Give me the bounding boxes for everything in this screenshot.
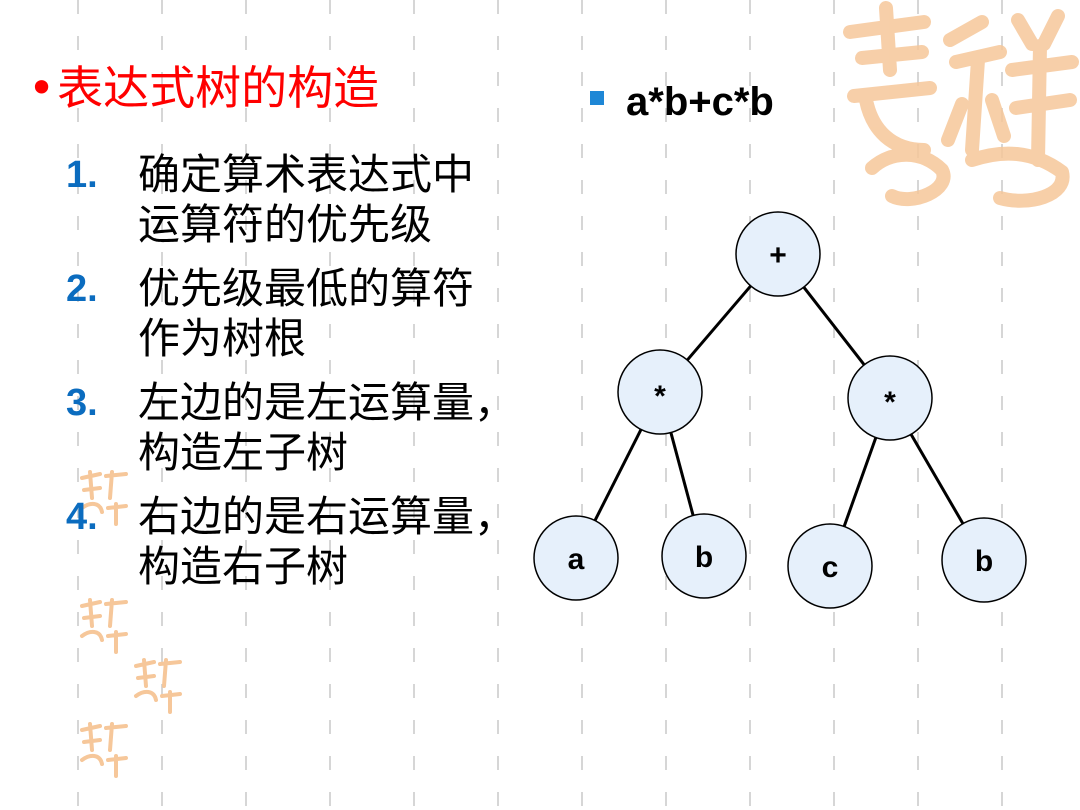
tree-node-circle: [847, 355, 933, 441]
tree-node-leaf-b1: b: [661, 513, 747, 599]
step-number: 3.: [66, 382, 98, 424]
seal-stamp-icon: [134, 658, 182, 714]
tree-node-circle: [941, 517, 1027, 603]
step-text: 优先级最低的算符 作为树根: [138, 264, 475, 363]
steps-list: 1. 确定算术表达式中 运算符的优先级 2. 优先级最低的算符 作为树根 3. …: [66, 150, 566, 606]
seal-stamp-icon: [80, 598, 128, 654]
tree-edge: [842, 437, 878, 527]
step-text: 确定算术表达式中 运算符的优先级: [138, 150, 475, 249]
tree-edges: [593, 284, 965, 527]
step-item: 4. 右边的是右运算量， 构造右子树: [66, 492, 566, 592]
step-item: 3. 左边的是左运算量， 构造左子树: [66, 378, 566, 478]
tree-node-leaf-a: a: [533, 515, 619, 601]
tree-node-label: *: [654, 380, 666, 413]
tree-edge: [909, 433, 965, 525]
tree-node-label: b: [695, 541, 713, 574]
tree-node-label: b: [975, 545, 993, 578]
title-text: 表达式树的构造: [57, 61, 380, 115]
expression-text: a*b+c*b: [626, 80, 774, 124]
tree-edge: [669, 432, 695, 516]
step-text: 左边的是左运算量， 构造左子树: [138, 378, 517, 477]
step-number: 1.: [66, 154, 98, 196]
title-bullet: •: [28, 61, 56, 115]
step-text: 右边的是右运算量， 构造右子树: [138, 492, 517, 591]
tree-node-label: c: [822, 551, 839, 584]
seal-stamp-icon: [80, 722, 128, 778]
tree-node-circle: [533, 515, 619, 601]
step-item: 2. 优先级最低的算符 作为树根: [66, 264, 566, 364]
expression-label: a*b+c*b: [590, 80, 774, 125]
tree-node-mul-right: *: [847, 355, 933, 441]
tree-edge: [686, 284, 752, 362]
tree-edge: [802, 286, 866, 366]
slide-title: •表达式树的构造: [28, 52, 379, 118]
square-bullet-icon: [590, 91, 604, 106]
tree-node-circle: [787, 523, 873, 609]
tree-nodes: + * * a b c b: [533, 211, 1027, 609]
auspicious-seal-large: [843, 1, 1079, 208]
tree-edge: [593, 428, 643, 522]
tree-node-leaf-c: c: [787, 523, 873, 609]
tree-node-label: +: [769, 239, 787, 272]
step-number: 4.: [66, 496, 98, 538]
step-number: 2.: [66, 268, 98, 310]
seal-stamp-icon: [80, 470, 128, 526]
tree-node-mul-left: *: [617, 349, 703, 435]
tree-node-circle: [735, 211, 821, 297]
tree-node-circle: [617, 349, 703, 435]
step-item: 1. 确定算术表达式中 运算符的优先级: [66, 150, 566, 250]
tree-node-label: *: [884, 386, 896, 419]
tree-node-root: +: [735, 211, 821, 297]
tree-node-leaf-b2: b: [941, 517, 1027, 603]
tree-node-label: a: [568, 543, 585, 576]
tree-node-circle: [661, 513, 747, 599]
